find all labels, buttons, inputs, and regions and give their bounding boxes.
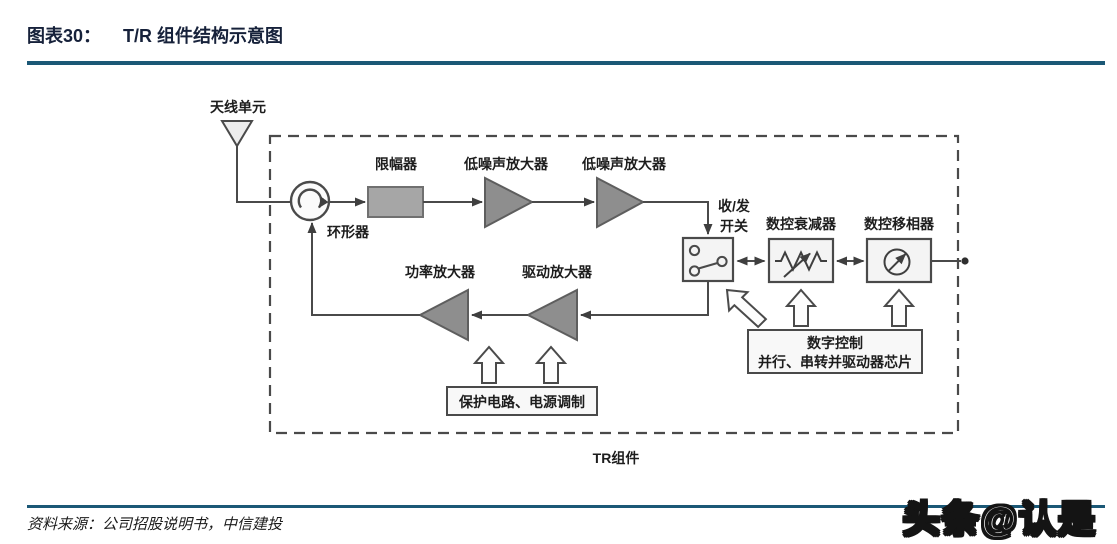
switch-pole-icon xyxy=(716,255,728,268)
control-arrow-digital-to-attenuator xyxy=(784,288,818,327)
figure-number-label: 图表30： xyxy=(27,26,102,46)
attenuator-resistor-icon xyxy=(775,250,827,272)
power-amp-triangle xyxy=(417,288,469,342)
circulator-label: 环形器 xyxy=(327,224,370,240)
tr-switch-label-line1: 收/发 xyxy=(718,198,751,214)
driver-amp-triangle xyxy=(525,288,578,342)
tr-module-caption: TR组件 xyxy=(593,450,640,466)
switch-contact-bottom-icon xyxy=(688,265,701,277)
tr-module-boundary xyxy=(268,134,960,435)
antenna-label: 天线单元 xyxy=(210,99,266,115)
attenuator-label: 数控衰减器 xyxy=(766,216,837,232)
control-arrow-protection-to-power-amp xyxy=(472,345,506,384)
control-arrow-digital-to-switch xyxy=(725,288,768,329)
protection-label: 保护电路、电源调制 xyxy=(458,394,585,410)
antenna-feed-line xyxy=(236,146,290,203)
digital-control-box xyxy=(747,329,923,374)
tr-switch-label-line2: 开关 xyxy=(720,218,748,234)
watermark-text: 头条@认是 xyxy=(902,498,1097,541)
switch-lever-icon xyxy=(698,261,718,270)
limiter-label: 限幅器 xyxy=(375,156,418,172)
bottom-divider-rule xyxy=(27,505,1105,508)
lna1-label: 低噪声放大器 xyxy=(463,156,549,172)
source-note: 资料来源：公司招股说明书，中信建投 xyxy=(27,517,283,533)
phase-shifter-circle-icon xyxy=(883,248,911,276)
phase-shifter-label: 数控移相器 xyxy=(864,216,935,232)
digital-control-label-line2: 并行、串转并驱动器芯片 xyxy=(758,354,912,370)
digital-control-label-line1: 数字控制 xyxy=(807,335,863,351)
phase-shifter-arrow-icon xyxy=(887,253,907,273)
circulator-icon xyxy=(289,180,331,222)
figure-title: T/R 组件结构示意图 xyxy=(123,26,284,46)
power-amp-label: 功率放大器 xyxy=(405,264,476,280)
limiter-block xyxy=(367,186,424,218)
figure-title-row: 图表30： T/R 组件结构示意图 xyxy=(27,22,283,48)
protection-box xyxy=(446,386,598,416)
lna2-label: 低噪声放大器 xyxy=(581,156,667,172)
control-arrow-protection-to-driver-amp xyxy=(534,345,568,384)
circulator-rotation-arrow-icon xyxy=(297,188,329,209)
attenuator-variable-arrow-icon xyxy=(783,252,811,278)
control-arrow-digital-to-phase-shifter xyxy=(882,288,916,327)
switch-contact-top-icon xyxy=(688,244,701,257)
signal-line-power-to-circulator xyxy=(307,222,420,316)
lna1-amplifier-triangle xyxy=(484,176,535,229)
output-terminal-dot xyxy=(961,257,969,265)
lna2-amplifier-triangle xyxy=(596,176,646,229)
top-divider-rule xyxy=(27,61,1105,65)
antenna-icon xyxy=(220,120,254,148)
driver-amp-label: 驱动放大器 xyxy=(522,264,593,280)
signal-line-lna2-to-switch xyxy=(643,201,713,235)
signal-line-switch-to-driver xyxy=(580,281,709,320)
